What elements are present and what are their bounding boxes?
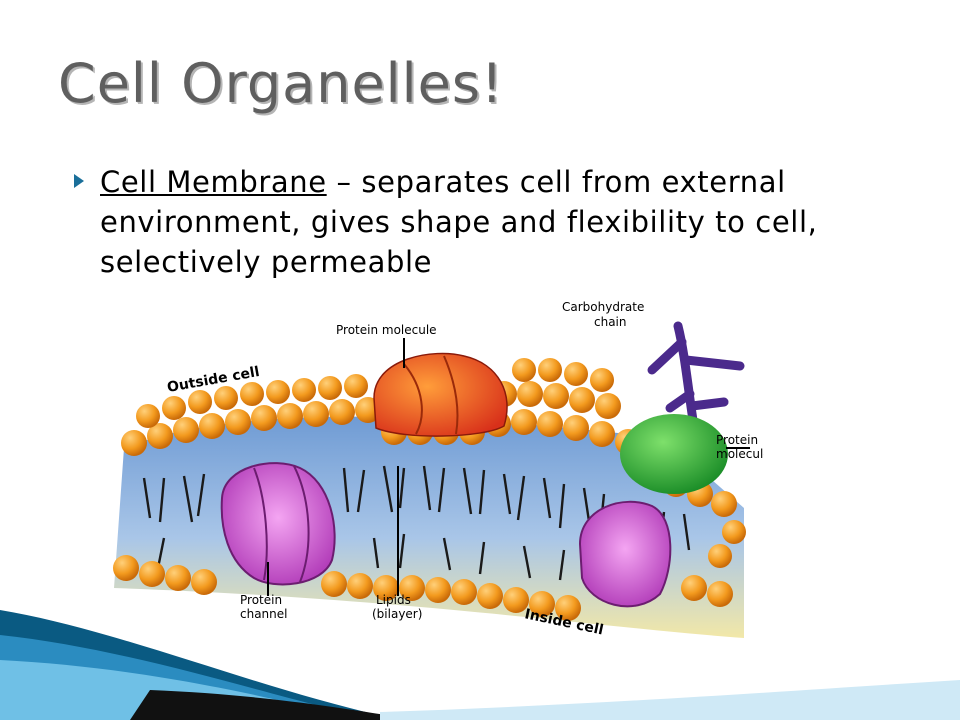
- slide-title: Cell Organelles!: [58, 52, 504, 115]
- bullet-item: Cell Membrane – separates cell from exte…: [74, 162, 914, 282]
- bullet-separator: –: [326, 165, 362, 199]
- label-protein-molecule-top: Protein molecule: [336, 323, 437, 337]
- lipid-heads-top: [121, 358, 746, 568]
- bullet-arrow-icon: [74, 174, 84, 188]
- cell-membrane-diagram: Protein molecule Carbohydrate chain Outs…: [104, 298, 771, 696]
- label-protein-channel-line1: Protein: [240, 593, 282, 607]
- label-protein-molecule-right-line2: molecule: [716, 447, 764, 461]
- label-protein-molecule-right-line1: Protein: [716, 433, 758, 447]
- protein-channel: [220, 462, 336, 586]
- label-lipids-line2: (bilayer): [372, 607, 422, 621]
- label-protein-channel-line2: channel: [240, 607, 287, 621]
- label-carbohydrate-chain-line2: chain: [594, 315, 627, 329]
- bullet-description: separates cell from external environment…: [100, 165, 818, 279]
- label-lipids-line1: Lipids: [376, 593, 411, 607]
- membrane-illustration: Protein molecule Carbohydrate chain Outs…: [113, 300, 771, 639]
- protein-channel-right: [578, 500, 672, 608]
- bullet-text: Cell Membrane – separates cell from exte…: [100, 162, 914, 282]
- protein-molecule-green: [620, 414, 728, 494]
- protein-molecule-top: [373, 352, 508, 437]
- label-carbohydrate-chain-line1: Carbohydrate: [562, 300, 644, 314]
- callout-lines: [267, 338, 750, 596]
- lipid-heads-bottom: [113, 555, 733, 621]
- bullet-term: Cell Membrane: [100, 165, 327, 199]
